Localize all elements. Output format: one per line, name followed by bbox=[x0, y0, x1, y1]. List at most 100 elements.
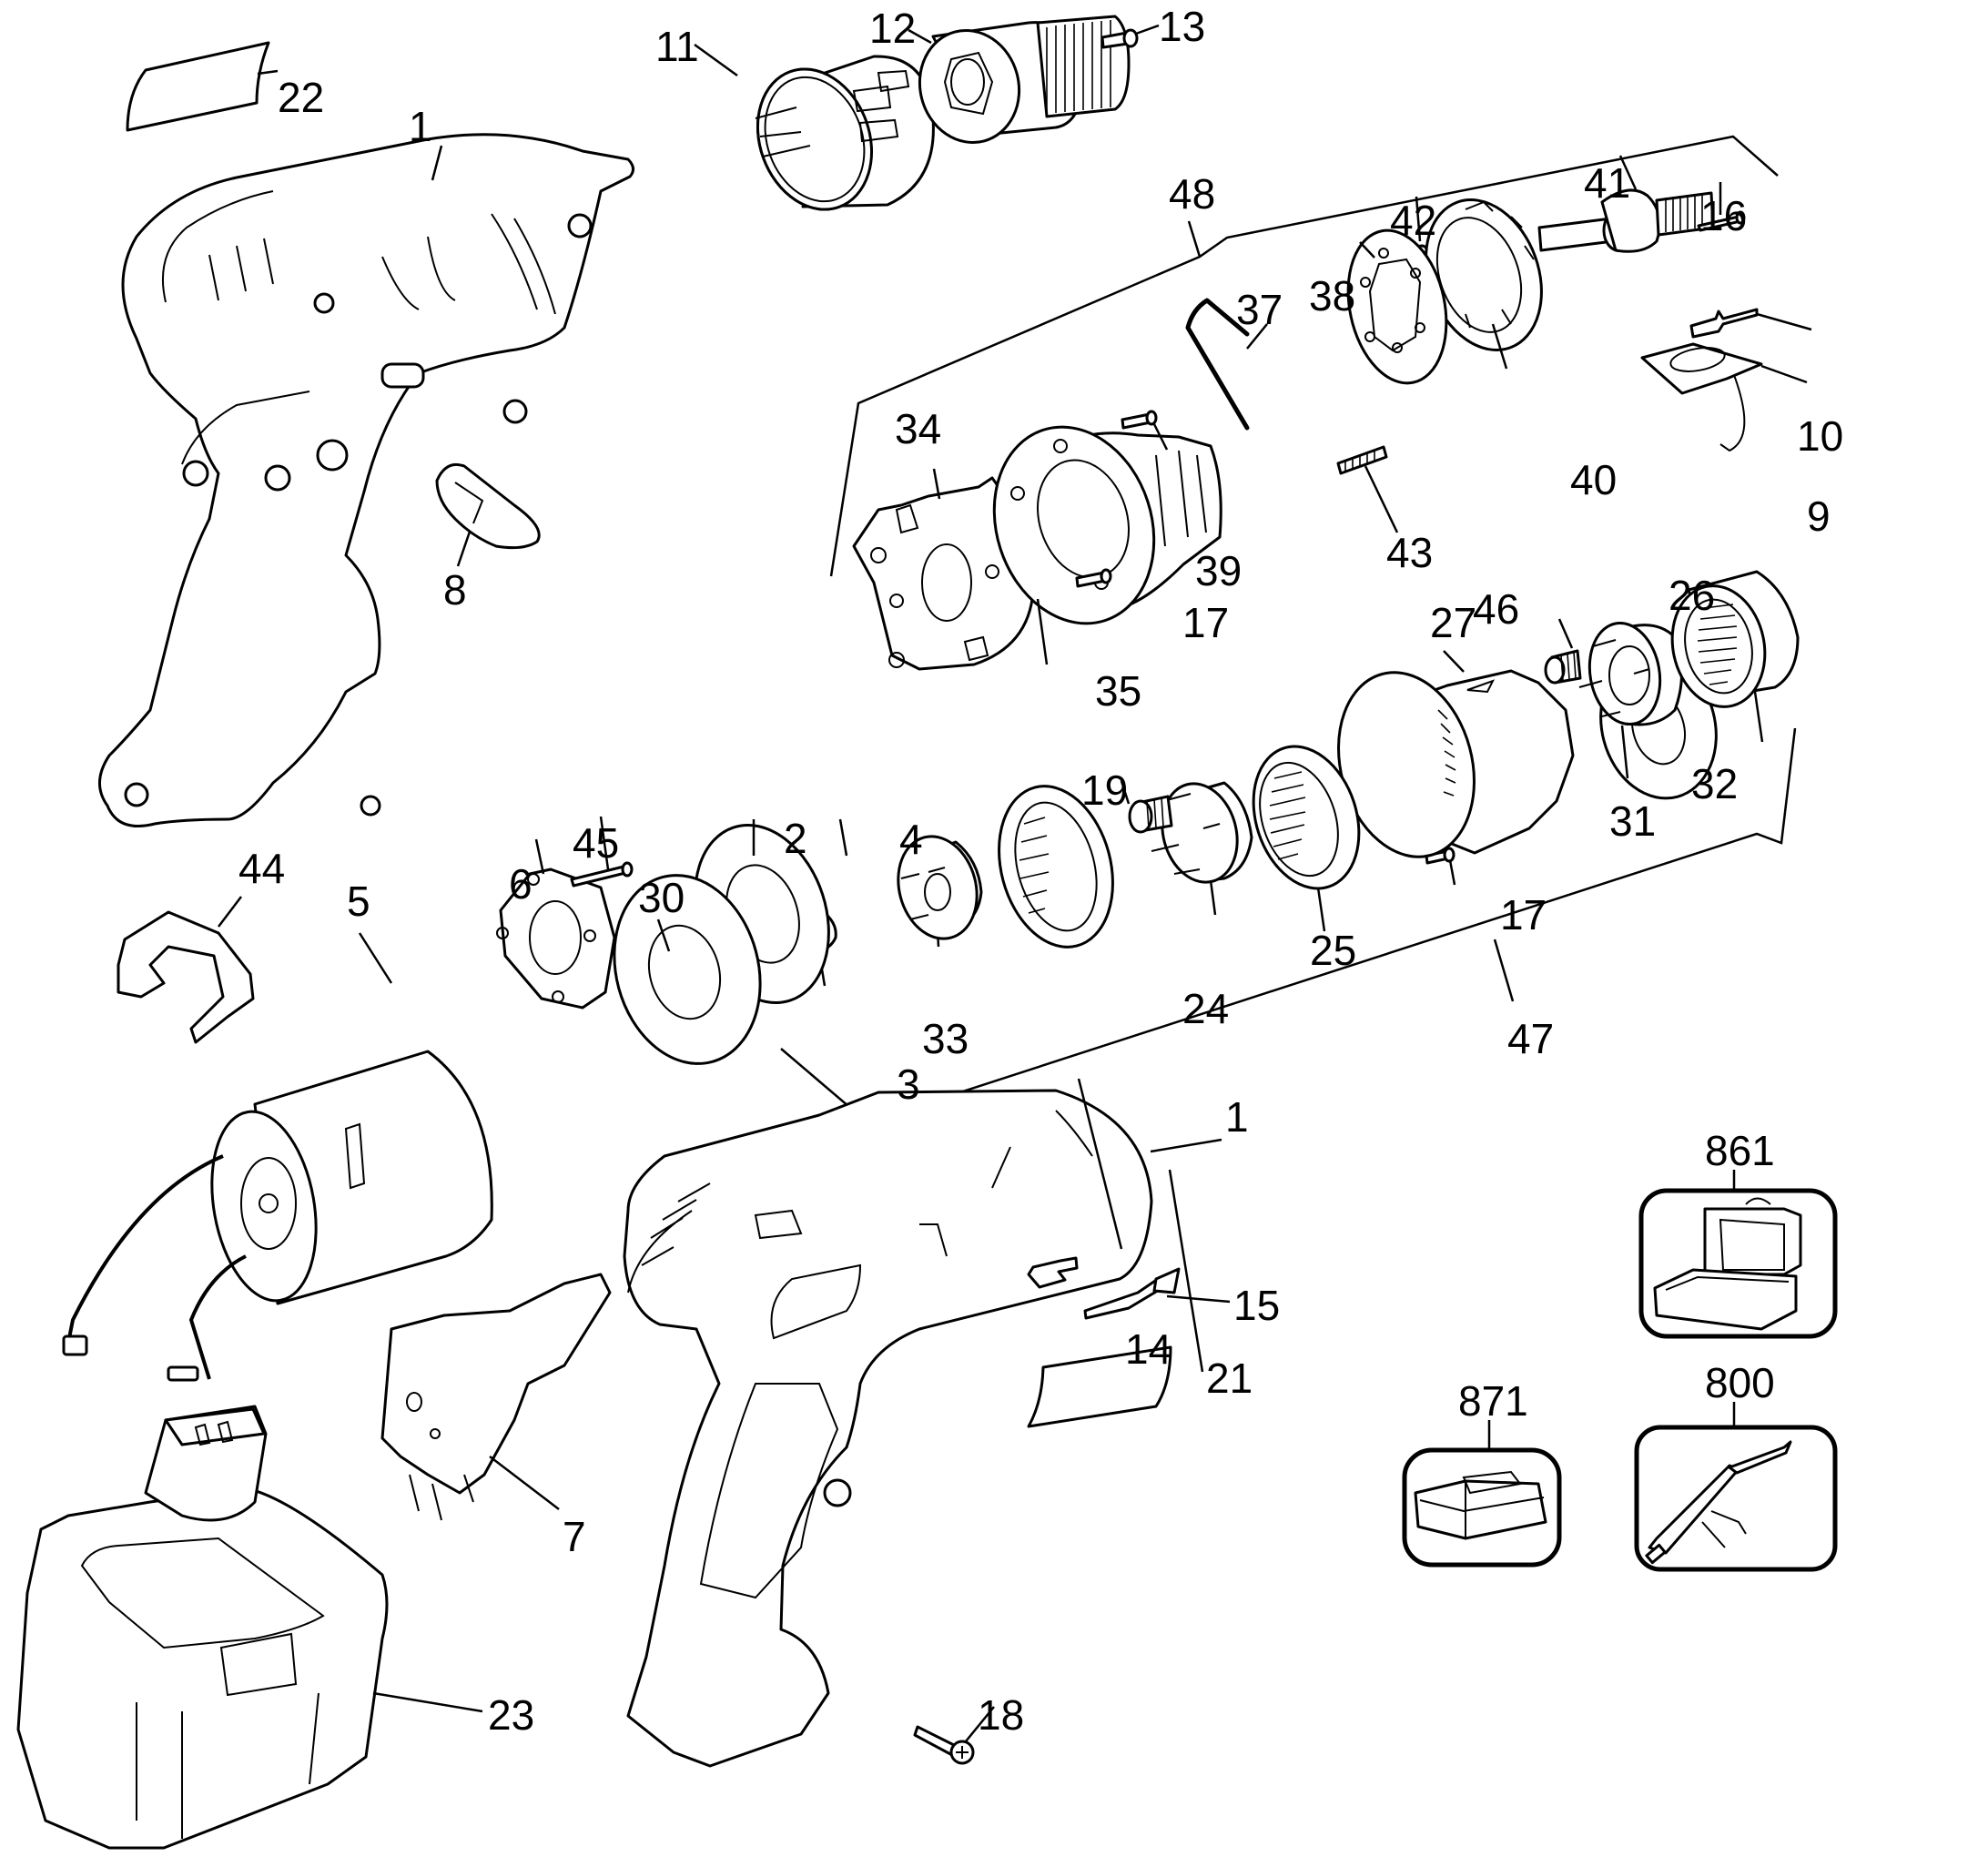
callout-27: 27 bbox=[1430, 599, 1476, 646]
part-1-housing-right bbox=[623, 1089, 1153, 1768]
callout-15: 15 bbox=[1233, 1282, 1280, 1329]
leader-34 bbox=[932, 468, 941, 500]
part-16-screw bbox=[1697, 210, 1746, 232]
callout-31: 31 bbox=[1609, 797, 1656, 845]
bracket-48-line bbox=[829, 135, 1779, 577]
callout-12: 12 bbox=[869, 5, 916, 52]
leader-11 bbox=[694, 43, 738, 77]
leader-17-lower bbox=[1448, 859, 1456, 886]
leader-9 bbox=[1760, 364, 1808, 384]
callout-3: 3 bbox=[897, 1060, 920, 1108]
bracket-47-line bbox=[780, 727, 1797, 1124]
callout-871: 871 bbox=[1458, 1377, 1528, 1425]
callout-21: 21 bbox=[1206, 1355, 1253, 1402]
part-12-keyless-chuck bbox=[918, 15, 1131, 144]
callout-6: 6 bbox=[509, 860, 532, 908]
callout-17-lower: 17 bbox=[1500, 891, 1547, 939]
callout-46: 46 bbox=[1473, 585, 1519, 633]
callout-14: 14 bbox=[1125, 1325, 1172, 1373]
callout-1-bottom: 1 bbox=[1225, 1093, 1249, 1141]
part-15-screwdriver-bit bbox=[1083, 1267, 1181, 1320]
callout-42: 42 bbox=[1390, 197, 1436, 244]
callout-11: 11 bbox=[655, 23, 699, 70]
callout-17-upper: 17 bbox=[1182, 599, 1229, 646]
leader-6 bbox=[534, 838, 545, 875]
part-38-clutch-washer bbox=[1346, 228, 1448, 385]
callout-39: 39 bbox=[1195, 547, 1242, 594]
leader-41 bbox=[1618, 155, 1638, 190]
callout-43: 43 bbox=[1386, 529, 1433, 576]
part-4-planet-carrier bbox=[897, 835, 983, 940]
callout-44: 44 bbox=[238, 845, 285, 892]
part-10-spring-clip bbox=[1689, 308, 1759, 339]
callout-10: 10 bbox=[1797, 412, 1843, 460]
callout-23: 23 bbox=[488, 1691, 534, 1739]
part-871-charger bbox=[1402, 1447, 1562, 1568]
callout-16: 16 bbox=[1700, 192, 1747, 239]
callout-26: 26 bbox=[1668, 572, 1715, 619]
callout-41: 41 bbox=[1584, 159, 1630, 207]
callout-861: 861 bbox=[1705, 1127, 1775, 1174]
callout-800: 800 bbox=[1705, 1359, 1775, 1406]
part-1-housing-left bbox=[98, 133, 634, 827]
callout-22: 22 bbox=[278, 74, 324, 121]
leader-40 bbox=[1491, 323, 1508, 370]
part-25-ring-gear bbox=[1252, 745, 1361, 890]
callout-48: 48 bbox=[1169, 170, 1215, 218]
leader-12 bbox=[908, 28, 932, 45]
callout-1-top: 1 bbox=[409, 103, 432, 150]
part-33-ring-gear bbox=[998, 785, 1114, 949]
leader-7 bbox=[489, 1456, 560, 1510]
callout-34: 34 bbox=[895, 405, 941, 452]
callout-38: 38 bbox=[1309, 272, 1355, 320]
callout-47: 47 bbox=[1507, 1015, 1554, 1062]
leader-37 bbox=[1246, 323, 1268, 350]
leader-38 bbox=[1359, 241, 1375, 259]
callout-30: 30 bbox=[638, 874, 685, 921]
callout-25: 25 bbox=[1310, 927, 1356, 974]
callout-4: 4 bbox=[899, 816, 923, 863]
part-45-motor-screw bbox=[570, 861, 634, 888]
leader-30 bbox=[656, 918, 671, 952]
callout-8: 8 bbox=[443, 566, 467, 614]
part-800-grease-gun bbox=[1634, 1425, 1838, 1572]
part-44-motor-clip bbox=[117, 910, 255, 1044]
leader-24 bbox=[1209, 879, 1217, 916]
leader-13 bbox=[1135, 24, 1160, 36]
part-17-screw-upper bbox=[1121, 410, 1158, 430]
callout-37: 37 bbox=[1236, 286, 1283, 333]
part-8-lever bbox=[435, 462, 541, 550]
callout-2: 2 bbox=[784, 815, 807, 862]
part-27-gear-case bbox=[1337, 669, 1575, 858]
callout-18: 18 bbox=[978, 1691, 1024, 1739]
leader-45 bbox=[599, 816, 610, 870]
part-23-battery-pack bbox=[16, 1405, 389, 1850]
leader-4 bbox=[838, 818, 848, 857]
leader-42 bbox=[1415, 196, 1422, 242]
part-18-housing-screw bbox=[913, 1725, 975, 1765]
part-21-nameplate bbox=[1027, 1345, 1172, 1428]
part-30-washer bbox=[613, 874, 762, 1065]
part-31-output-carrier bbox=[1578, 621, 1683, 726]
callout-labels: 22 1 8 11 12 13 48 41 16 42 38 37 10 40 … bbox=[238, 3, 1843, 1739]
part-24-planet-carrier bbox=[1151, 781, 1253, 884]
leader-48 bbox=[1187, 220, 1202, 258]
leader-23 bbox=[372, 1691, 483, 1713]
leader-32 bbox=[1753, 691, 1764, 743]
part-22-label-sticker bbox=[126, 41, 270, 132]
part-861-carrying-case bbox=[1638, 1188, 1838, 1339]
part-13-chuck-screw bbox=[1100, 28, 1139, 49]
callout-7: 7 bbox=[563, 1513, 586, 1560]
leader-21 bbox=[1168, 1169, 1204, 1373]
callout-35: 35 bbox=[1095, 667, 1141, 715]
part-14-bit-clip bbox=[1027, 1256, 1079, 1289]
leader-43 bbox=[1364, 465, 1399, 533]
leader-5 bbox=[358, 932, 393, 984]
part-35-clutch-housing bbox=[992, 425, 1222, 625]
callout-24: 24 bbox=[1182, 985, 1229, 1032]
leader-44 bbox=[218, 896, 242, 928]
leader-31 bbox=[1620, 725, 1629, 779]
leader-8 bbox=[456, 531, 472, 567]
leader-35 bbox=[1036, 598, 1049, 665]
leader-1-top bbox=[431, 145, 443, 181]
